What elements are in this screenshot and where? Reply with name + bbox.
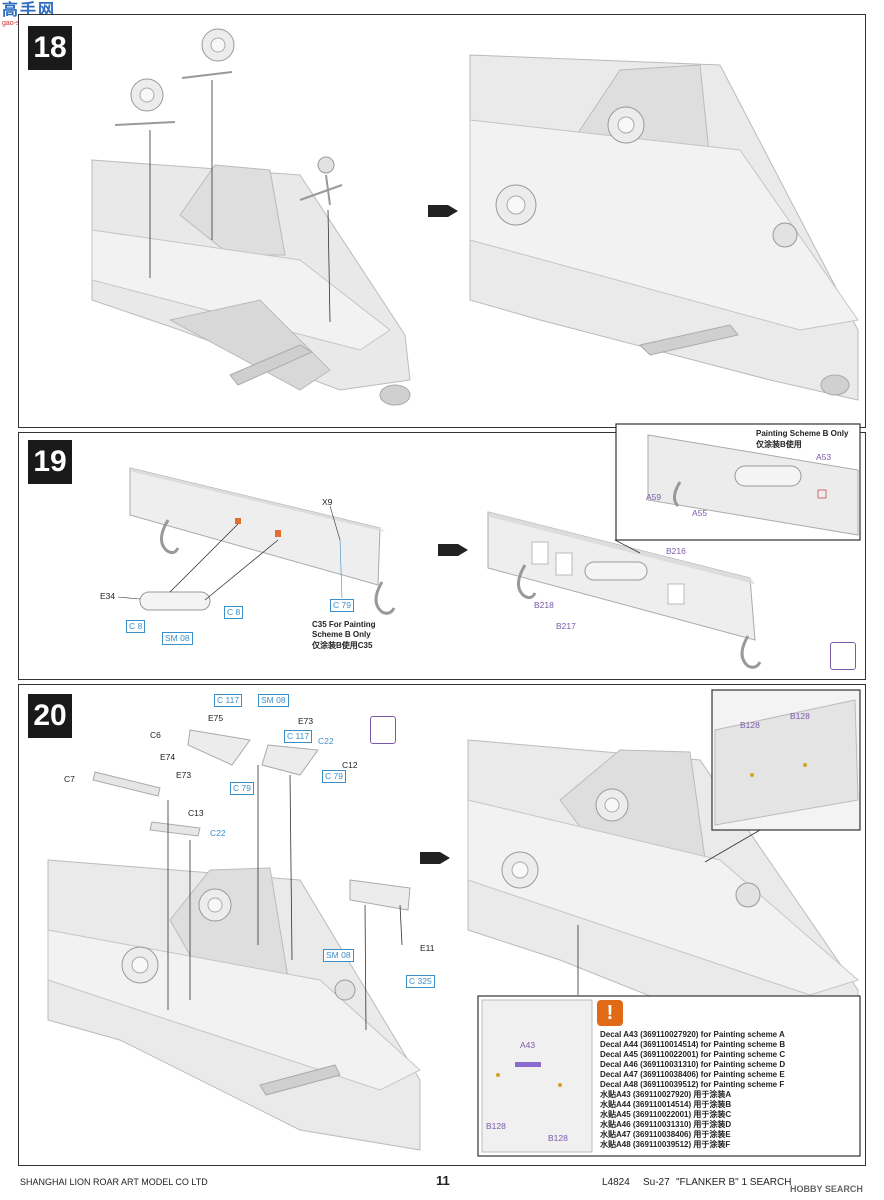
label-e11: E11 <box>420 943 435 953</box>
label-c79: C 79 <box>330 599 354 612</box>
footer-company: SHANGHAI LION ROAR ART MODEL CO LTD <box>20 1177 208 1187</box>
label-e75: E75 <box>208 713 224 723</box>
step-18-fuselage-before <box>91 159 411 406</box>
label-c12: C12 <box>342 760 358 770</box>
wave-icon <box>830 642 856 670</box>
decal-line: Decal A45 (369110022001) for Painting sc… <box>600 1050 786 1059</box>
label-inset-b128-a: B128 <box>740 720 760 730</box>
label-b216: B216 <box>666 546 686 556</box>
label-c325: C 325 <box>406 975 435 988</box>
label-c79-a: C 79 <box>322 770 346 783</box>
label-b218: B218 <box>534 600 554 610</box>
label-sm08: SM 08 <box>162 632 193 645</box>
decal-line: 水贴A44 (369110014514) 用于涂装B <box>600 1100 732 1109</box>
step-18-fuselage-after <box>469 54 859 401</box>
decal-line: 水贴A48 (369110039512) 用于涂装F <box>600 1140 731 1149</box>
label-c117-a: C 117 <box>214 694 243 707</box>
decal-line: Decal A43 (369110027920) for Painting sc… <box>600 1030 785 1039</box>
footer-site: HOBBY SEARCH <box>790 1184 863 1194</box>
label-c79-b: C 79 <box>230 782 254 795</box>
label-b217: B217 <box>556 621 576 631</box>
label-e74: E74 <box>160 752 176 762</box>
label-a43: A43 <box>520 1040 536 1050</box>
decal-line: 水贴A43 (369110027920) 用于涂装A <box>600 1090 732 1099</box>
decal-notes: Decal A43 (369110027920) for Painting sc… <box>600 1030 858 1150</box>
label-c13: C13 <box>188 808 204 818</box>
label-a55: A55 <box>692 508 708 518</box>
label-inset2-b128-b: B128 <box>548 1133 568 1143</box>
step-19-number: 19 <box>28 440 72 484</box>
label-c8-b: C 8 <box>224 606 244 619</box>
label-c7: C7 <box>64 774 75 784</box>
label-e34: E34 <box>100 591 116 601</box>
warning-icon: ! <box>597 1000 623 1026</box>
label-a53: A53 <box>816 452 832 462</box>
note-c35-cn: 仅涂装B使用C35 <box>312 641 373 650</box>
decal-line: 水贴A46 (369110031310) 用于涂装D <box>600 1120 732 1129</box>
page-number: 11 <box>436 1173 450 1188</box>
label-c6: C6 <box>150 730 161 740</box>
step-18-number: 18 <box>28 26 72 70</box>
label-c22-a: C22 <box>318 736 334 746</box>
label-inset-b128-b: B128 <box>790 711 810 721</box>
label-c8-a: C 8 <box>126 620 146 633</box>
step-18-wheel-parts <box>114 28 343 206</box>
decal-line: 水贴A47 (369110038406) 用于涂装E <box>600 1130 731 1139</box>
label-sm08-a: SM 08 <box>258 694 289 707</box>
label-e73-b: E73 <box>176 770 192 780</box>
label-inset2-b128-a: B128 <box>486 1121 506 1131</box>
note-c35-en: C35 For Painting Scheme B Only <box>312 620 376 639</box>
decal-line: Decal A44 (369110014514) for Painting sc… <box>600 1040 786 1049</box>
step-20-number: 20 <box>28 694 72 738</box>
label-sm08-b: SM 08 <box>323 949 354 962</box>
label-c22-b: C22 <box>210 828 226 838</box>
label-a59: A59 <box>646 492 662 502</box>
decal-line: Decal A48 (369110039512) for Painting sc… <box>600 1080 785 1089</box>
decal-line: Decal A46 (369110031310) for Painting sc… <box>600 1060 786 1069</box>
inset-title-cn: 仅涂装B使用 <box>756 440 802 449</box>
label-c117-b: C 117 <box>284 730 313 743</box>
inset-title-en: Painting Scheme B Only <box>756 429 849 438</box>
footer-name: "FLANKER B" 1 SEARCH <box>676 1177 792 1188</box>
decal-line: Decal A47 (369110038406) for Painting sc… <box>600 1070 785 1079</box>
wave-icon <box>370 716 396 744</box>
label-x9: X9 <box>322 497 333 507</box>
footer-model: Su-27 <box>643 1177 670 1188</box>
label-e73-a: E73 <box>298 716 314 726</box>
footer-kit: L4824 <box>602 1177 630 1188</box>
decal-line: 水贴A45 (369110022001) 用于涂装C <box>600 1110 732 1119</box>
